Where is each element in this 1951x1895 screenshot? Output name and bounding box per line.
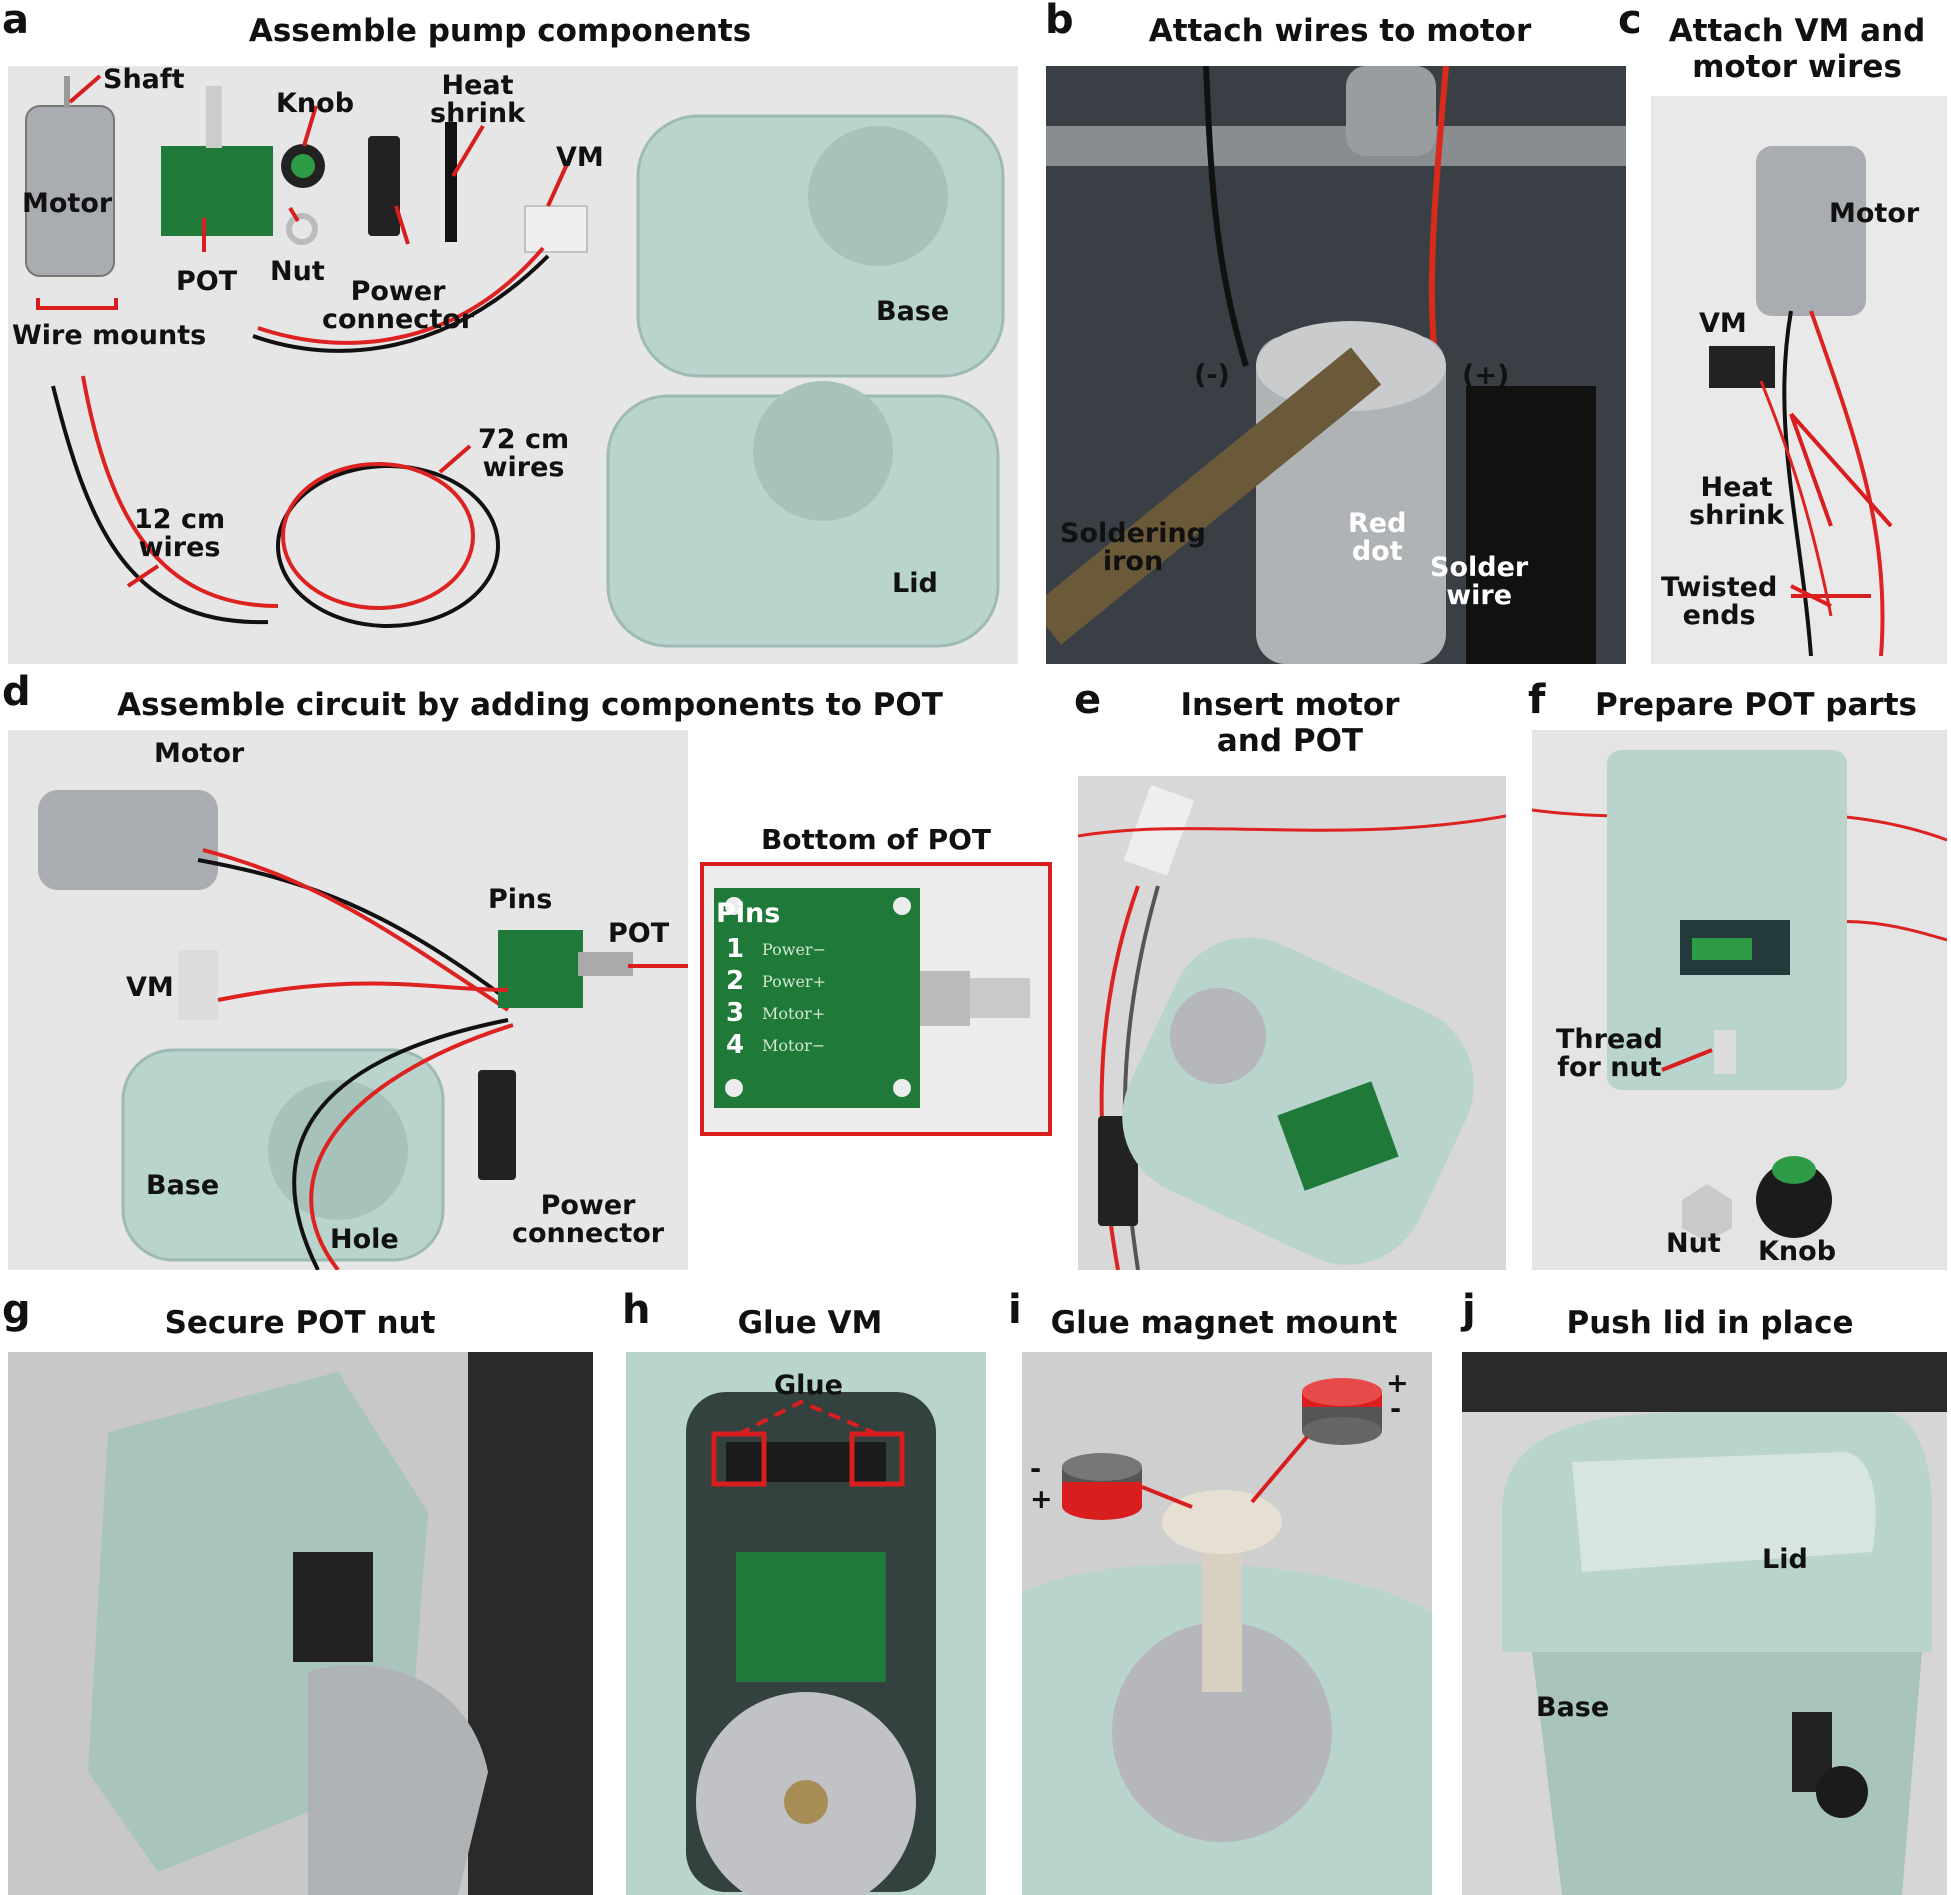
photo-i: + - - + [1022,1352,1432,1895]
label-nut: Nut [270,256,325,287]
label-knob: Knob [276,88,355,119]
panel-title-d: Assemble circuit by adding components to… [117,687,943,723]
inset-title: Bottom of POT [760,823,992,856]
photo-c: Motor VM Heat shrink Twisted ends [1651,96,1947,664]
label-nut: Nut [1666,1228,1721,1259]
panel-letter-h: h [622,1287,651,1333]
photo-b: (-) (+) Soldering iron Red dot Solder wi… [1046,66,1626,664]
inset-pin-1-number: 1 [726,934,745,964]
label-base: Base [1536,1692,1610,1723]
photo-f: Thread for nut Nut Knob [1532,730,1947,1270]
label-pot: POT [608,918,670,949]
label-12cm-wires: 12 cm wires [134,504,226,564]
inset-pin-4-number: 4 [726,1030,745,1060]
label-heat-shrink: Heat shrink [430,70,526,130]
label-heat-shrink: Heat shrink [1689,472,1785,532]
photo-j: Lid Base [1462,1352,1947,1895]
inset-pin-3-name: Motor+ [762,1004,826,1023]
label-hole: Hole [330,1224,399,1255]
label-thread-for-nut: Thread for nut [1556,1024,1663,1084]
panel-letter-g: g [2,1287,31,1333]
label-lid: Lid [892,568,938,599]
label-soldering-iron: Soldering iron [1060,518,1207,578]
panel-title-h: Glue VM [737,1305,883,1341]
label-motor: Motor [154,738,245,769]
photo-a: Shaft Knob Heat shrink VM Motor POT Nut … [8,66,1018,664]
label-solder-wire: Solder wire [1430,552,1529,612]
panel-title-i: Glue magnet mount [1050,1305,1398,1341]
photo-e [1078,776,1506,1270]
label-wire-mounts: Wire mounts [12,320,207,351]
pot-bottom-inset: Pins 1 Power− 2 Power+ 3 Motor+ 4 Motor− [700,862,1052,1136]
label-magnet-left-plus: + [1030,1484,1053,1515]
label-magnet-left-minus: - [1030,1454,1042,1485]
panel-letter-d: d [2,669,31,715]
inset-pin-1-name: Power− [762,940,826,959]
panel-letter-e: e [1074,677,1102,723]
photo-d: Motor Pins POT VM Base Hole Power connec… [8,730,688,1270]
photo-g [8,1352,593,1895]
panel-letter-c: c [1618,0,1642,43]
label-pins: Pins [488,884,553,915]
label-lid: Lid [1762,1544,1808,1575]
panel-title-a: Assemble pump components [248,13,752,49]
panel-letter-a: a [2,0,29,43]
label-power-connector: Power connector [322,276,475,336]
inset-pins-label: Pins [716,898,781,929]
label-vm: VM [1699,308,1747,339]
label-magnet-top-plus: + [1386,1368,1409,1399]
label-pot: POT [176,266,238,297]
panel-title-f: Prepare POT parts [1595,687,1917,723]
label-red-dot: Red dot [1348,508,1407,568]
panel-letter-j: j [1462,1287,1476,1333]
label-vm: VM [556,142,604,173]
inset-pin-4-name: Motor− [762,1036,826,1055]
panel-title-e: Insert motor and POT [1180,687,1400,759]
panel-title-b: Attach wires to motor [1148,13,1532,49]
label-base: Base [876,296,950,327]
photo-h: Glue [626,1352,986,1895]
label-vm: VM [126,972,174,1003]
label-motor: Motor [22,188,113,219]
label-72cm-wires: 72 cm wires [478,424,570,484]
inset-pin-3-number: 3 [726,998,745,1028]
label-plus-terminal: (+) [1462,360,1510,391]
panel-letter-i: i [1008,1287,1022,1333]
label-power-connector: Power connector [512,1190,665,1250]
panel-title-g: Secure POT nut [164,1305,436,1341]
label-shaft: Shaft [103,66,185,95]
label-glue: Glue [774,1370,843,1401]
label-base: Base [146,1170,220,1201]
panel-letter-b: b [1045,0,1074,43]
label-magnet-top-minus: - [1390,1394,1402,1425]
label-minus-terminal: (-) [1194,360,1230,391]
panel-title-c: Attach VM and motor wires [1668,13,1926,85]
inset-pin-2-name: Power+ [762,972,826,991]
label-knob: Knob [1758,1236,1837,1267]
panel-title-j: Push lid in place [1566,1305,1854,1341]
label-twisted-ends: Twisted ends [1661,572,1778,632]
label-motor: Motor [1829,198,1920,229]
panel-letter-f: f [1528,677,1546,723]
inset-pin-2-number: 2 [726,966,745,996]
